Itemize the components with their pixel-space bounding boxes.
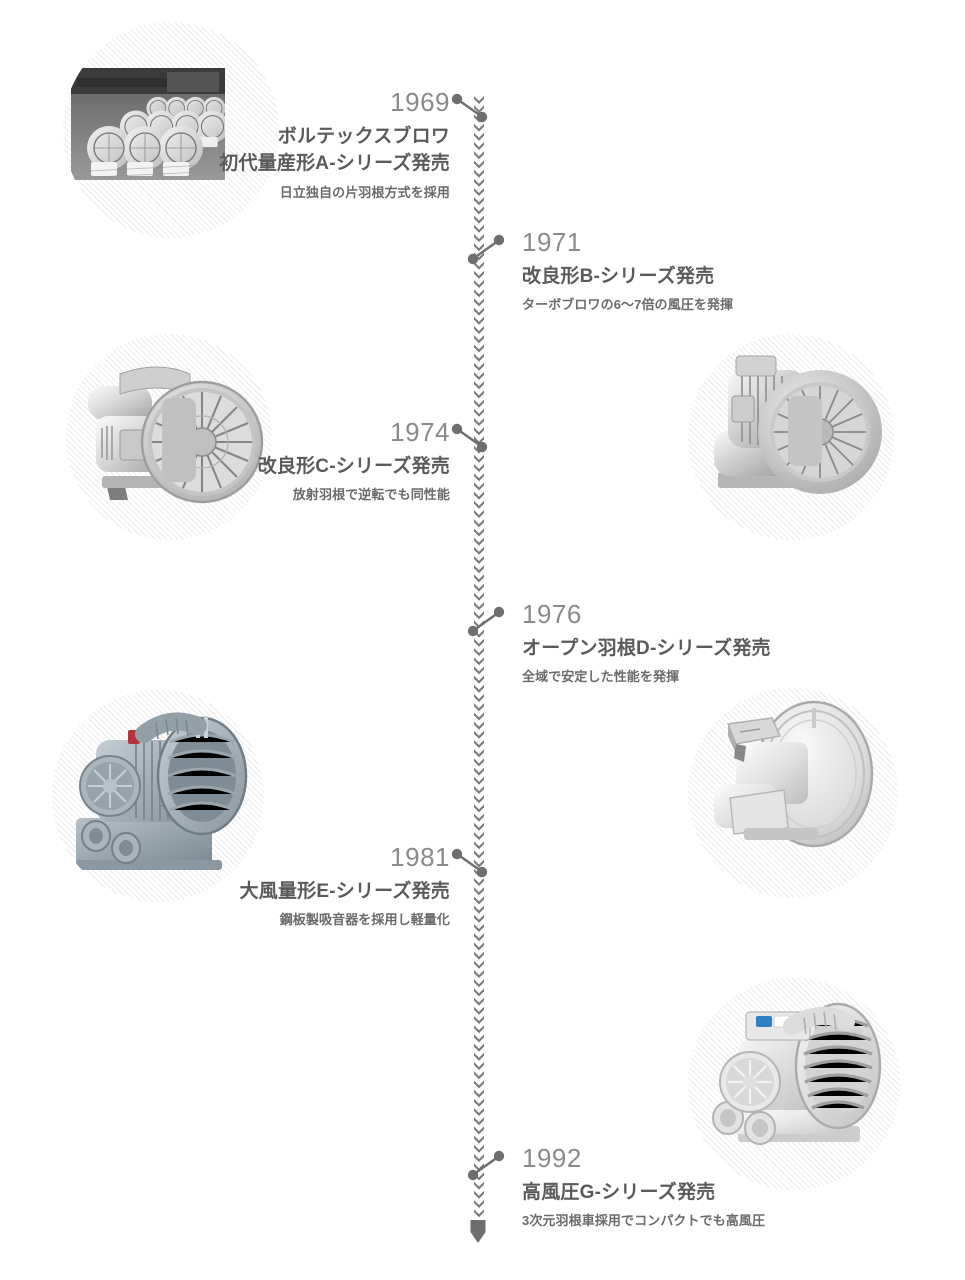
connector-1971	[467, 234, 505, 265]
medallion-1981	[52, 690, 264, 902]
entry-1992: 1992 高風圧G-シリーズ発売 3次元羽根車採用でコンパクトでも高風圧	[522, 1144, 922, 1231]
entry-year: 1971	[522, 227, 582, 257]
vortex-blower-factory-photo-1969	[71, 68, 225, 180]
medallion-1992	[688, 978, 900, 1190]
blower-c-series-1974	[88, 366, 264, 504]
entry-year: 1992	[522, 1143, 582, 1173]
entry-1976: 1976 オープン羽根D-シリーズ発売 全域で安定した性能を発揮	[522, 600, 902, 687]
medallion-1969	[63, 22, 279, 238]
entry-1974: 1974 改良形C-シリーズ発売 放射羽根で逆転でも同性能	[140, 418, 450, 505]
entry-year: 1969	[390, 87, 450, 117]
blower-g-series-1992	[712, 1002, 882, 1145]
medallion-1976	[688, 688, 898, 898]
entry-title-line1: 高風圧G-シリーズ発売	[522, 1181, 716, 1203]
entry-year: 1974	[390, 417, 450, 447]
connector-1976	[467, 606, 505, 637]
entry-year: 1976	[522, 599, 582, 629]
spine-arrowhead	[470, 1220, 486, 1243]
entry-subtitle: 全域で安定した性能を発揮	[522, 669, 680, 685]
entry-subtitle: 鋼板製吸音器を採用し軽量化	[279, 912, 450, 928]
connector-1981	[451, 848, 488, 878]
entry-subtitle: 日立独自の片羽根方式を採用	[279, 184, 450, 200]
timeline-spine	[470, 96, 486, 1243]
entry-title-line1: オープン羽根D-シリーズ発売	[522, 637, 771, 659]
entry-year: 1981	[390, 842, 450, 872]
entry-1969: 1969 ボルテックスブロワ 初代量産形A-シリーズ発売 日立独自の片羽根方式を…	[120, 88, 450, 202]
blower-d-series-1976	[714, 700, 874, 848]
entry-subtitle: 3次元羽根車採用でコンパクトでも高風圧	[522, 1213, 766, 1229]
entry-1971: 1971 改良形B-シリーズ発売 ターボブロワの6〜7倍の風圧を発揮	[522, 228, 882, 315]
blower-e-series-1981	[76, 712, 248, 870]
connector-1974	[451, 423, 488, 453]
entry-subtitle: ターボブロワの6〜7倍の風圧を発揮	[522, 297, 734, 313]
entry-title-line1: 改良形C-シリーズ発売	[257, 455, 450, 477]
entry-title-line2: 初代量産形A-シリーズ発売	[219, 153, 450, 175]
entry-1981: 1981 大風量形E-シリーズ発売 鋼板製吸音器を採用し軽量化	[140, 843, 450, 930]
connector-1969	[451, 93, 488, 123]
connector-1992	[467, 1150, 505, 1181]
medallion-1974	[66, 334, 272, 540]
entry-subtitle: 放射羽根で逆転でも同性能	[292, 487, 450, 503]
entry-title-line1: 大風量形E-シリーズ発売	[239, 880, 450, 902]
entry-title-line1: ボルテックスブロワ	[277, 125, 450, 147]
medallion-1971	[688, 334, 894, 540]
blower-b-series-1971	[714, 355, 882, 494]
entry-title-line1: 改良形B-シリーズ発売	[522, 265, 715, 287]
